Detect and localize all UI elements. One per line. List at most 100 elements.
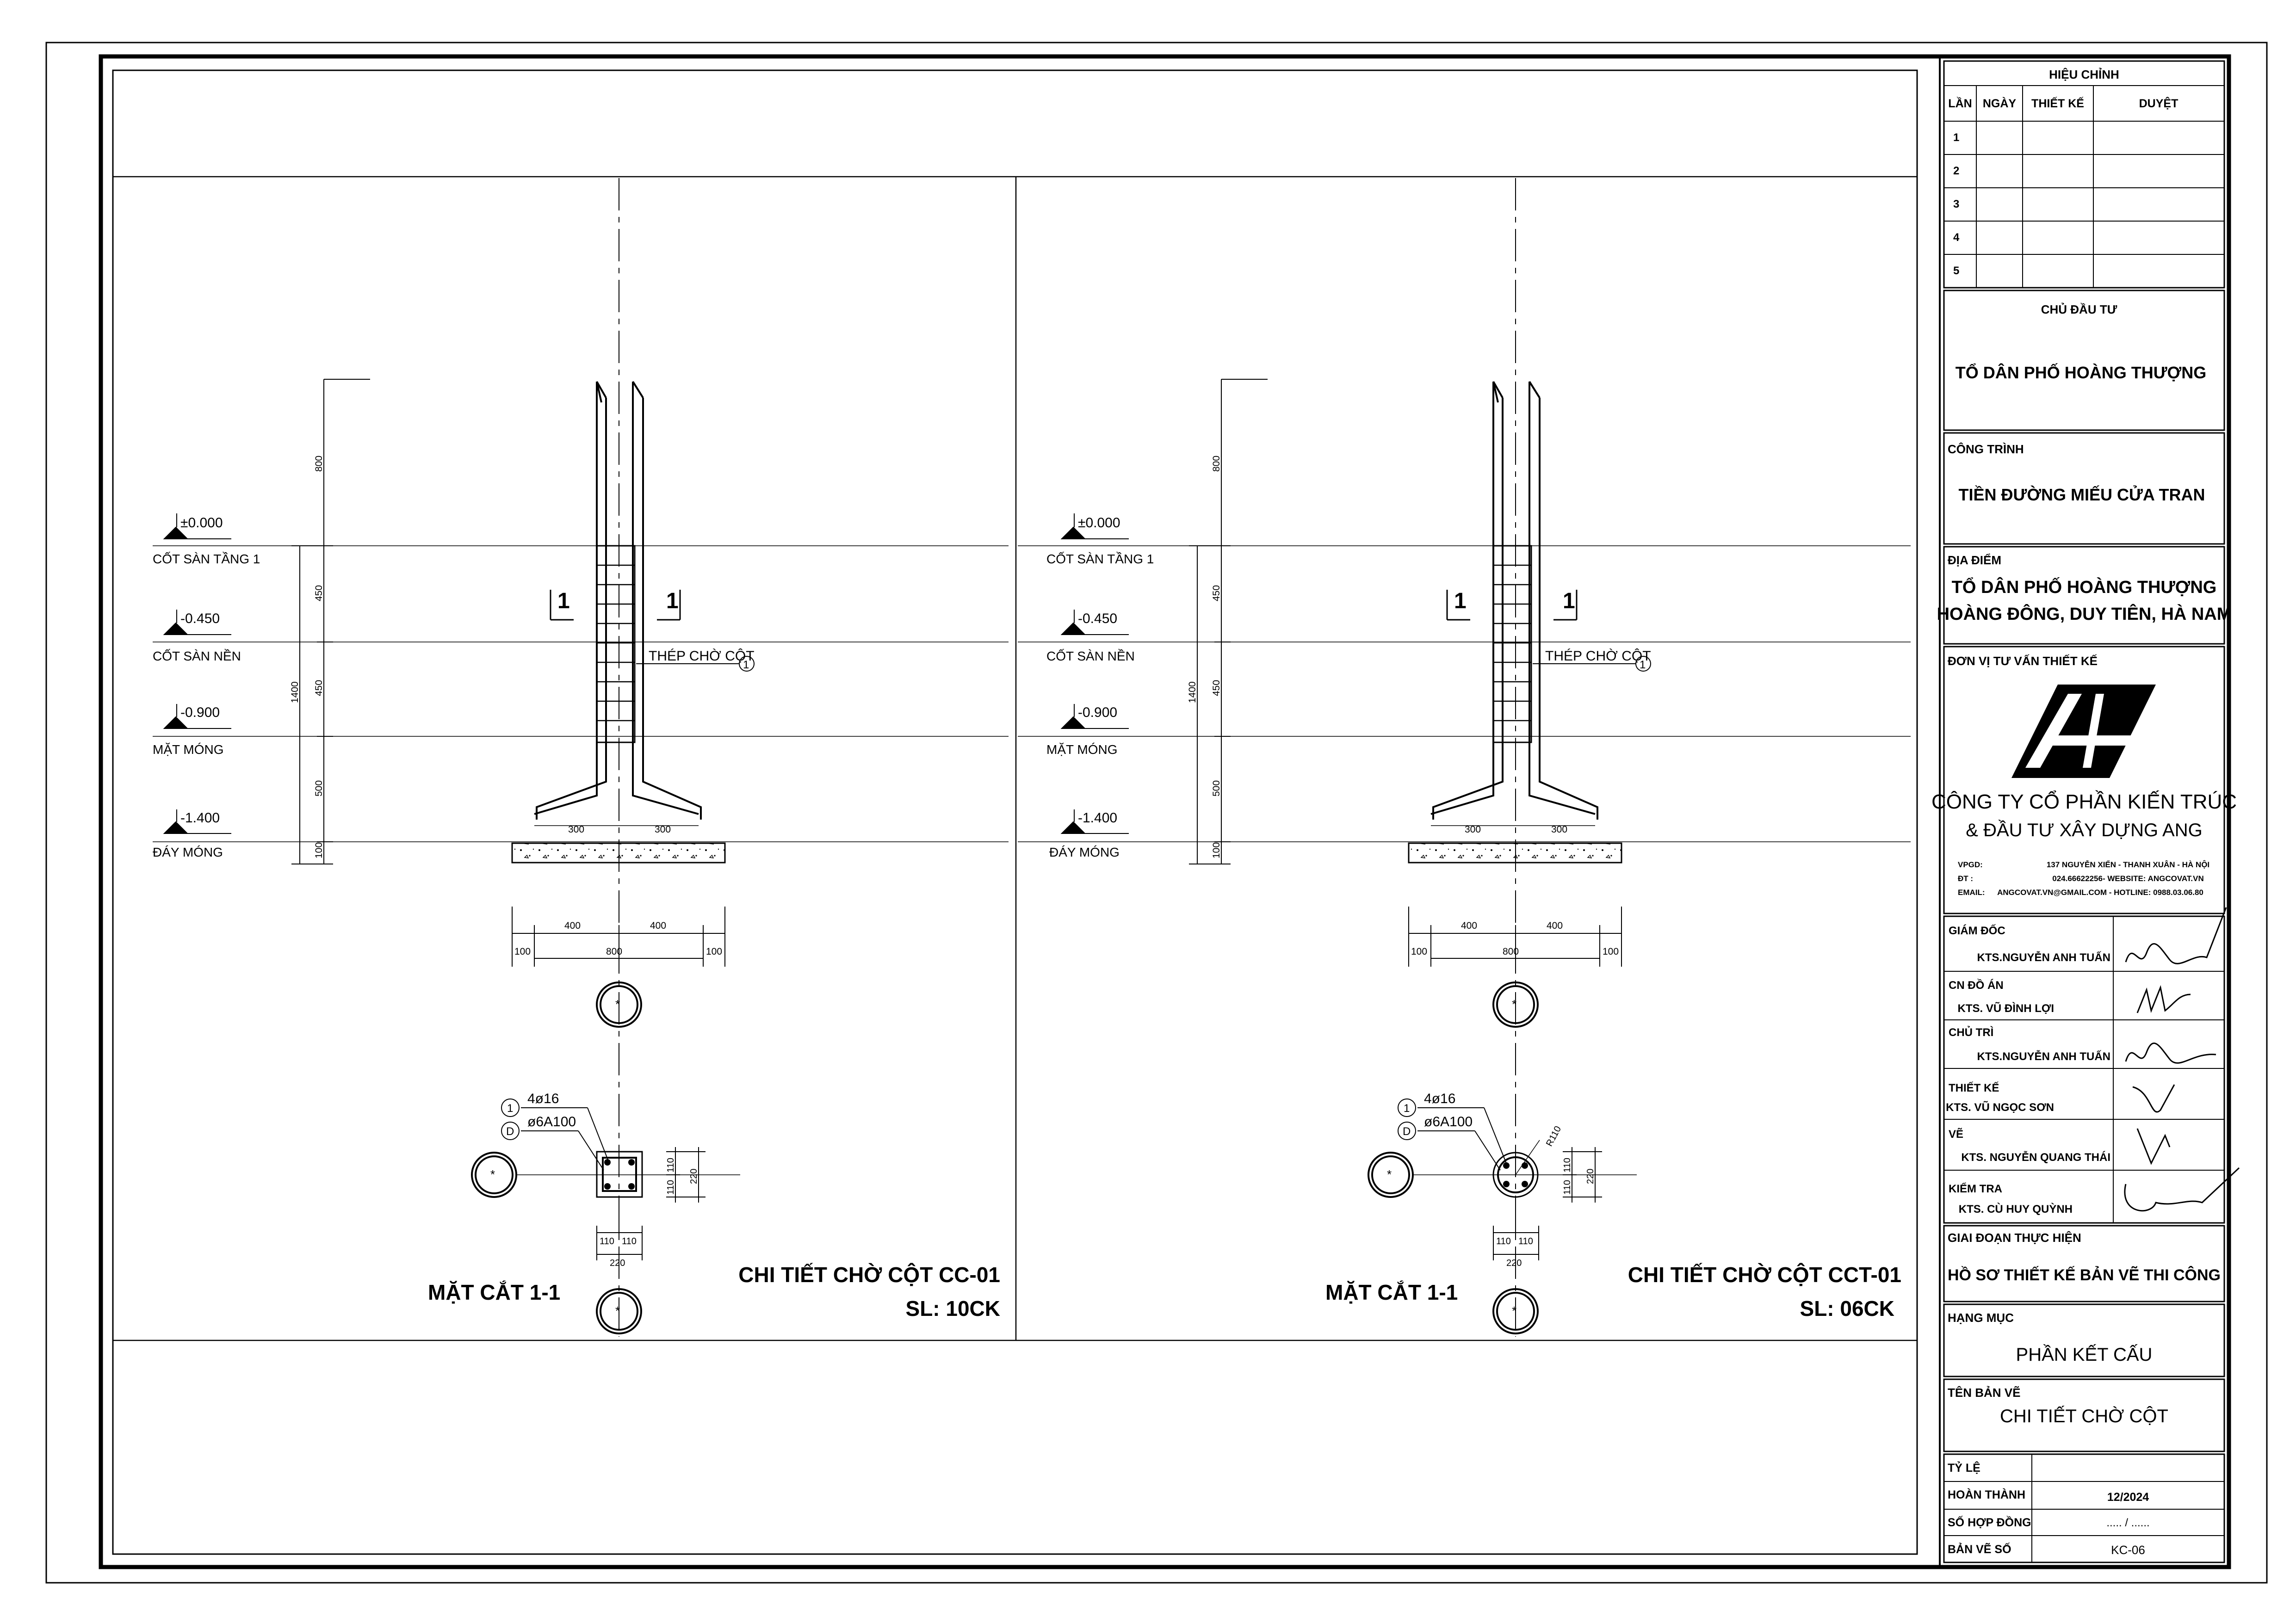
- vdim-2: 450: [314, 680, 324, 696]
- rebar-tag: 1: [1640, 659, 1646, 671]
- company-1: CÔNG TY CỔ PHẦN KIẾN TRÚC: [1931, 790, 2237, 813]
- rev-row-2: 2: [1953, 165, 1959, 177]
- vdim-4: 100: [314, 842, 324, 858]
- staff-name-4: KTS. NGUYỄN QUANG THÁI: [1961, 1150, 2110, 1164]
- base-dim-4: 100: [1603, 946, 1619, 957]
- sec-dim-h1: 110: [1518, 1236, 1533, 1247]
- svg-text:*: *: [615, 997, 620, 1011]
- rev-row-5: 5: [1953, 265, 1959, 277]
- foot-dim-l: 300: [1465, 824, 1481, 835]
- contact-value-0: 137 NGUYỄN XIỂN - THANH XUÂN - HÀ NỘI: [2047, 860, 2209, 869]
- project-label: CÔNG TRÌNH: [1948, 442, 2024, 456]
- level-0: ±0.000: [1078, 515, 1120, 531]
- location-1: TỔ DÂN PHỐ HOÀNG THƯỢNG: [1952, 576, 2217, 597]
- location-2: HOÀNG ĐÔNG, DUY TIÊN, HÀ NAM: [1937, 603, 2232, 624]
- staff-name-0: KTS.NGUYỄN ANH TUẤN: [1977, 950, 2110, 964]
- level-name-1: CỐT SÀN NỀN: [153, 648, 241, 663]
- level-name-3: ĐÁY MÓNG: [1049, 845, 1120, 859]
- staff-role-5: KIỂM TRA: [1949, 1182, 2002, 1195]
- sec-dim-v2: 220: [1585, 1169, 1596, 1184]
- level-2: -0.900: [180, 705, 220, 720]
- sec-tag-2: D: [1403, 1125, 1411, 1138]
- contact-label-2: EMAIL:: [1958, 888, 1985, 897]
- rev-row-1: 1: [1953, 131, 1959, 144]
- sec-bar: 4ø16: [1424, 1091, 1455, 1106]
- base-dim-0: 400: [1461, 920, 1477, 931]
- contract-label: SỐ HỢP ĐỒNG: [1948, 1515, 2031, 1529]
- vdim-5: 1400: [1187, 681, 1198, 703]
- base-dim-1: 400: [650, 920, 666, 931]
- contact-label-1: ĐT :: [1958, 874, 1973, 883]
- sec-dim-v2: 220: [689, 1169, 699, 1184]
- vdim-1: 450: [314, 585, 324, 601]
- outer-border: [45, 42, 2268, 1584]
- svg-text:*: *: [1512, 997, 1516, 1011]
- drawing-name: CHI TIẾT CHỜ CỘT: [2000, 1405, 2168, 1426]
- contact-value-2: ANGCOVAT.VN@GMAIL.COM - HOTLINE: 0988.03…: [1997, 888, 2203, 897]
- sec-dim-h2: 220: [610, 1258, 625, 1268]
- rev-header-2: THIẾT KẾ: [2031, 97, 2084, 110]
- consultant-label: ĐƠN VỊ TƯ VẤN THIẾT KẾ: [1948, 654, 2098, 668]
- vdim-3: 500: [314, 780, 324, 796]
- title-block: HIỆU CHỈNH LẦN NGÀY THIẾT KẾ DUYỆT 1 2 3…: [1931, 56, 2240, 1567]
- rev-header-1: NGÀY: [1983, 97, 2017, 110]
- foot-dim-l: 300: [568, 824, 584, 835]
- staff-role-2: CHỦ TRÌ: [1949, 1025, 1993, 1039]
- sheet-label: BẢN VẼ SỐ: [1948, 1542, 2011, 1556]
- section-mark-l: 1: [1454, 589, 1467, 613]
- rev-row-3: 3: [1953, 198, 1959, 210]
- vdim-3: 500: [1211, 780, 1222, 796]
- level-3: -1.400: [1078, 810, 1117, 826]
- svg-text:*: *: [1387, 1167, 1392, 1181]
- signatures: [2124, 907, 2240, 1212]
- sec-dim-v1: 110: [666, 1180, 676, 1195]
- phase-label: GIAI ĐOẠN THỰC HIỆN: [1948, 1231, 2081, 1245]
- staff-role-3: THIẾT KẾ: [1949, 1081, 1999, 1094]
- foot-dim-r: 300: [1551, 824, 1567, 835]
- sec-tag-2: D: [506, 1125, 514, 1138]
- sec-dim-v1: 110: [1562, 1180, 1572, 1195]
- sec-dim-h2: 220: [1506, 1258, 1522, 1268]
- staff-name-2: KTS.NGUYỄN ANH TUẤN: [1977, 1049, 2110, 1063]
- section-mark-r: 1: [1563, 589, 1575, 613]
- rev-header-0: LẦN: [1948, 97, 1972, 110]
- sec-dim-h0: 110: [600, 1236, 614, 1247]
- base-dim-1: 400: [1547, 920, 1563, 931]
- contact-label-0: VPGD:: [1958, 860, 1983, 869]
- level-1: -0.450: [1078, 611, 1117, 626]
- section-title: MẶT CẮT 1-1: [428, 1280, 560, 1304]
- company-2: & ĐẦU TƯ XÂY DỰNG ANG: [1966, 819, 2202, 840]
- owner: TỔ DÂN PHỐ HOÀNG THƯỢNG: [1956, 362, 2207, 382]
- level-name-0: CỐT SÀN TẦNG 1: [1046, 551, 1154, 566]
- level-name-2: MẶT MÓNG: [153, 742, 223, 757]
- vdim-1: 450: [1211, 585, 1222, 601]
- detail-count: SL: 06CK: [1800, 1296, 1894, 1321]
- sec-dim-h1: 110: [622, 1236, 637, 1247]
- base-dim-3: 800: [1503, 946, 1519, 957]
- staff-name-1: KTS. VŨ ĐÌNH LỢI: [1958, 1002, 2054, 1015]
- sec-bar: 4ø16: [527, 1091, 559, 1106]
- level-name-0: CỐT SÀN TẦNG 1: [153, 551, 260, 566]
- detail-title: CHI TIẾT CHỜ CỘT CC-01: [738, 1263, 1000, 1287]
- vdim-5: 1400: [290, 681, 300, 703]
- vdim-0: 800: [314, 456, 324, 472]
- level-name-1: CỐT SÀN NỀN: [1046, 648, 1135, 663]
- level-0: ±0.000: [180, 515, 223, 531]
- level-name-2: MẶT MÓNG: [1046, 742, 1117, 757]
- detail-count: SL: 10CK: [906, 1296, 1000, 1321]
- sec-tag-1: 1: [1404, 1102, 1410, 1115]
- base-dim-4: 100: [706, 946, 722, 957]
- sec-stirrup: ø6A100: [527, 1114, 576, 1129]
- detail-right: * * * R110 300 300 1 1: [1018, 178, 1911, 1337]
- sec-stirrup: ø6A100: [1424, 1114, 1473, 1129]
- owner-label: CHỦ ĐẦU TƯ: [2041, 302, 2117, 316]
- base-dim-0: 400: [564, 920, 581, 931]
- detail-left: 300 300 1 1 THÉP CHỜ CỘT 1 ±0.000 CỐT SÀ…: [153, 178, 1009, 1337]
- drawing-area: [112, 69, 1918, 1555]
- rev-header-3: DUYỆT: [2139, 96, 2178, 110]
- vdim-4: 100: [1211, 842, 1222, 858]
- staff-role-4: VẼ: [1949, 1128, 1963, 1141]
- staff-role-1: CN ĐỒ ÁN: [1949, 979, 2004, 992]
- drawing-label: TÊN BẢN VẼ: [1948, 1386, 2020, 1400]
